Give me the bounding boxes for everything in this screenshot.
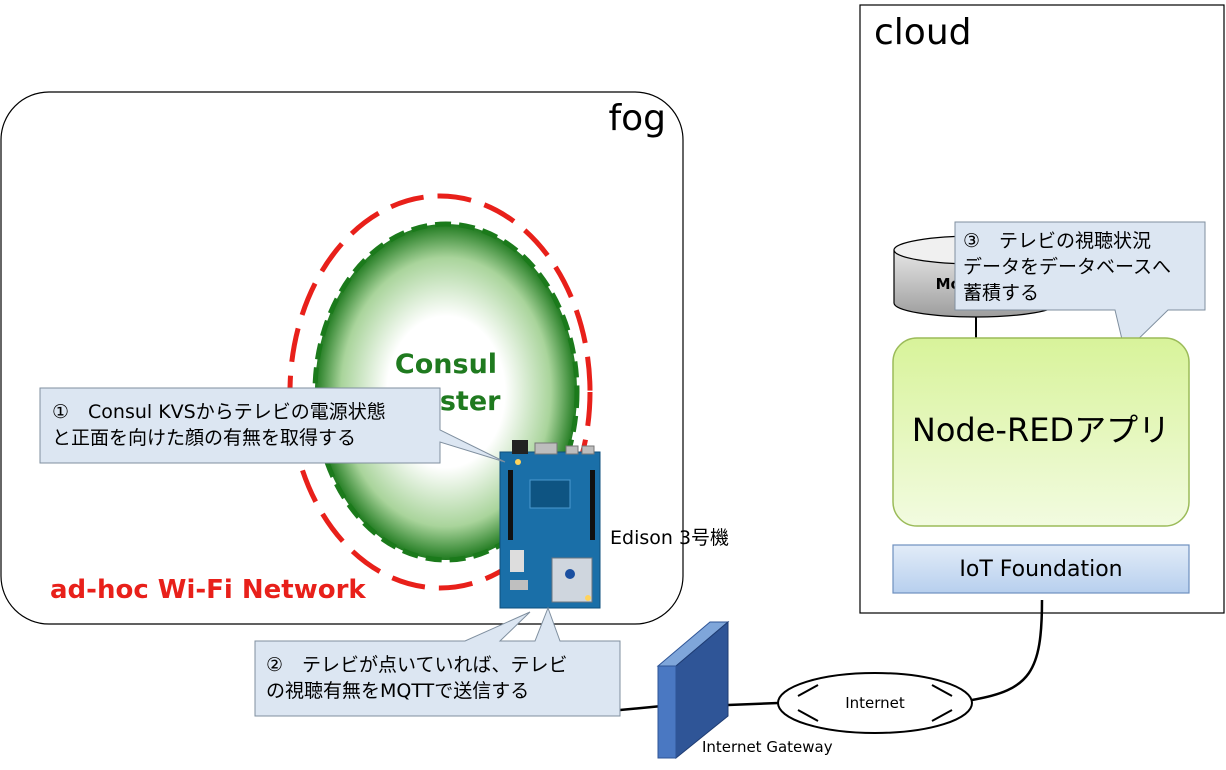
callout-2-line2: の視聴有無をMQTTで送信する <box>266 680 529 702</box>
internet-iot-link <box>971 599 1044 702</box>
callout-1-line1: ① Consul KVSからテレビの電源状態 <box>52 401 386 423</box>
internet-cloud: Internet <box>777 672 973 734</box>
gateway-icon <box>656 620 730 760</box>
callout-3-line2: データをデータベースへ <box>963 256 1171 278</box>
network-label: ad-hoc Wi-Fi Network <box>50 575 366 605</box>
consul-label-line1: Consul <box>395 349 497 380</box>
callout-3-line1: ③ テレビの視聴状況 <box>963 230 1151 252</box>
callout-1: ① Consul KVSからテレビの電源状態 と正面を向けた顔の有無を取得する <box>39 387 506 464</box>
callout-2: ② テレビが点いていれば、テレビ の視聴有無をMQTTで送信する <box>254 606 621 717</box>
fog-label: fog <box>608 98 666 139</box>
callout-2-line1: ② テレビが点いていれば、テレビ <box>266 654 567 676</box>
connections <box>619 315 1044 712</box>
edison-gateway-link <box>619 704 663 712</box>
edison-label: Edison 3号機 <box>610 527 729 549</box>
iot-foundation: IoT Foundation <box>892 544 1190 594</box>
node-red-app: Node-REDアプリ <box>892 337 1190 527</box>
gateway-label: Internet Gateway <box>702 738 833 756</box>
edison-board-icon <box>499 440 601 609</box>
callout-1-line2: と正面を向けた顔の有無を取得する <box>52 427 356 449</box>
gateway-internet-link <box>727 701 779 707</box>
cloud-label: cloud <box>874 12 972 53</box>
callout-3-line3: 蓄積する <box>963 282 1039 304</box>
node-red-label: Node-REDアプリ <box>912 411 1170 449</box>
internet-label: Internet <box>845 694 905 712</box>
iot-label: IoT Foundation <box>959 557 1122 582</box>
callout-3: ③ テレビの視聴状況 データをデータベースへ 蓄積する <box>954 221 1206 353</box>
